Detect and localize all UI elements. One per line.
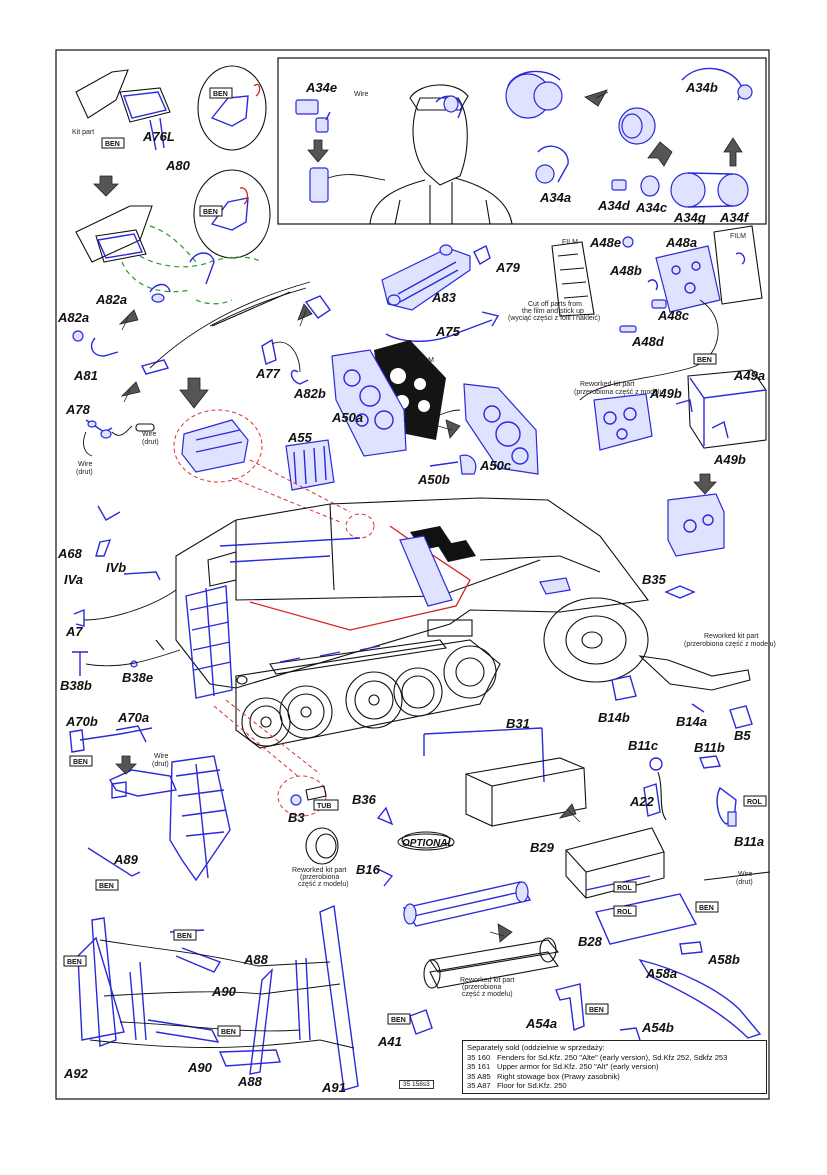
assembly-paths [121,225,263,305]
legend-code: 35 A87 [467,1081,491,1091]
legend-code: 35 160 [467,1052,491,1062]
part-a77-group [261,338,309,385]
part-a76l-group [75,65,271,263]
part-a49-group [593,369,767,557]
legend-row: 35 160 Fenders for Sd.Kfz. 250 "Alte" (e… [467,1053,762,1063]
arrow-graphic [647,141,673,167]
legend-code: 35 A85 [467,1071,491,1081]
arrow-graphic [489,923,513,943]
arrow-graphic [115,755,137,775]
part-b11-group [643,755,737,827]
arrow-graphic [723,137,743,167]
page-frame [55,49,770,1100]
part-a83-group [304,244,500,342]
part-a78-group [83,419,155,457]
part-a48-group [551,225,763,401]
part-b14-group [611,655,753,729]
document-code: 35 158s3 [399,1080,434,1089]
legend-heading: Separately sold (oddzielnie w sprzedaży: [467,1043,605,1052]
part-b31-stowage-box [423,727,587,827]
legend-text: Fenders for Sd.Kfz. 250 "Alte" (early ve… [497,1052,728,1062]
legend-row: 35 A87 Floor for Sd.Kfz. 250 [467,1081,762,1091]
legend-text: Floor for Sd.Kfz. 250 [497,1081,567,1091]
headset-part-a34b [505,67,753,208]
side-small-parts [72,505,181,676]
part-a50a-group [331,340,539,475]
headset-detail-frame [277,57,767,225]
arrow-graphic [297,303,313,327]
part-a89-stowage-rack [87,755,231,882]
headset-figure [369,84,513,225]
arrow-graphic [93,175,119,197]
part-b29-group [565,827,771,1039]
part-a68-ladder-rack [185,585,233,699]
legend-text: Right stowage box (Prawy zasobnik) [497,1071,620,1081]
part-a70-group [69,725,177,799]
separately-sold-legend: Separately sold (oddzielnie w sprzedaży:… [462,1040,767,1094]
arrow-graphic [307,139,329,163]
legend-code: 35 161 [467,1062,491,1072]
part-a55-group [173,409,375,539]
legend-row: 35 161 Upper armor for Sd.Kfz. 250 "Alt"… [467,1062,762,1072]
arrow-graphic [584,89,609,107]
arrow-graphic [179,377,209,409]
arrow-graphic [118,309,139,331]
arrow-graphic [120,381,141,403]
arrow-graphic [693,473,717,495]
arrow-graphic [558,803,581,823]
halftrack-hull [155,497,696,749]
part-a88-a92-frames [77,904,359,1091]
part-a41-group [402,881,641,1041]
arrow-graphic [437,419,461,439]
legend-row: 35 A85 Right stowage box (Prawy zasobnik… [467,1072,762,1082]
legend-text: Upper armor for Sd.Kfz. 250 "Alt" (early… [497,1062,659,1072]
headset-part-a34e [295,99,386,203]
part-a82-bracket [72,252,311,375]
part-b3-group [213,699,451,887]
